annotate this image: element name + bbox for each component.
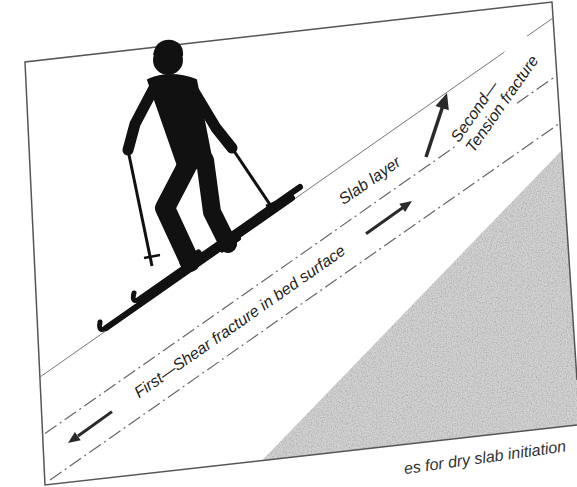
skier-arm [128,86,155,150]
layer-label: Slab layer [336,153,405,209]
shear-arrow [366,208,403,234]
pole-basket [266,200,282,206]
figure-caption: es for dry slab initiation [403,438,568,479]
skier-silhouette [100,40,300,330]
bed-line [50,124,559,480]
shear-arrowhead [399,201,412,212]
ski-pole [232,148,275,212]
ski-boot [215,230,241,253]
ski-pole [128,150,152,266]
shear-arrow [78,412,112,436]
skier-leg [205,160,228,244]
tension-arrowhead [435,93,448,110]
tension-arrow [426,107,443,157]
ski-tip [133,293,140,301]
fracture-label: Second— Tension fracture [445,31,551,160]
shear-arrowhead [68,432,81,443]
snow-surface [40,18,553,377]
ski-tip [100,322,106,330]
pole-basket [144,255,160,258]
skier-hat [153,40,183,56]
skier-leg [165,160,190,262]
figure-frame [25,2,577,485]
skier-arm [192,88,232,148]
ski-boot [179,249,205,272]
fracture-label: First—Shear fracture in bed surface [131,242,349,402]
ground-texture [262,150,577,461]
